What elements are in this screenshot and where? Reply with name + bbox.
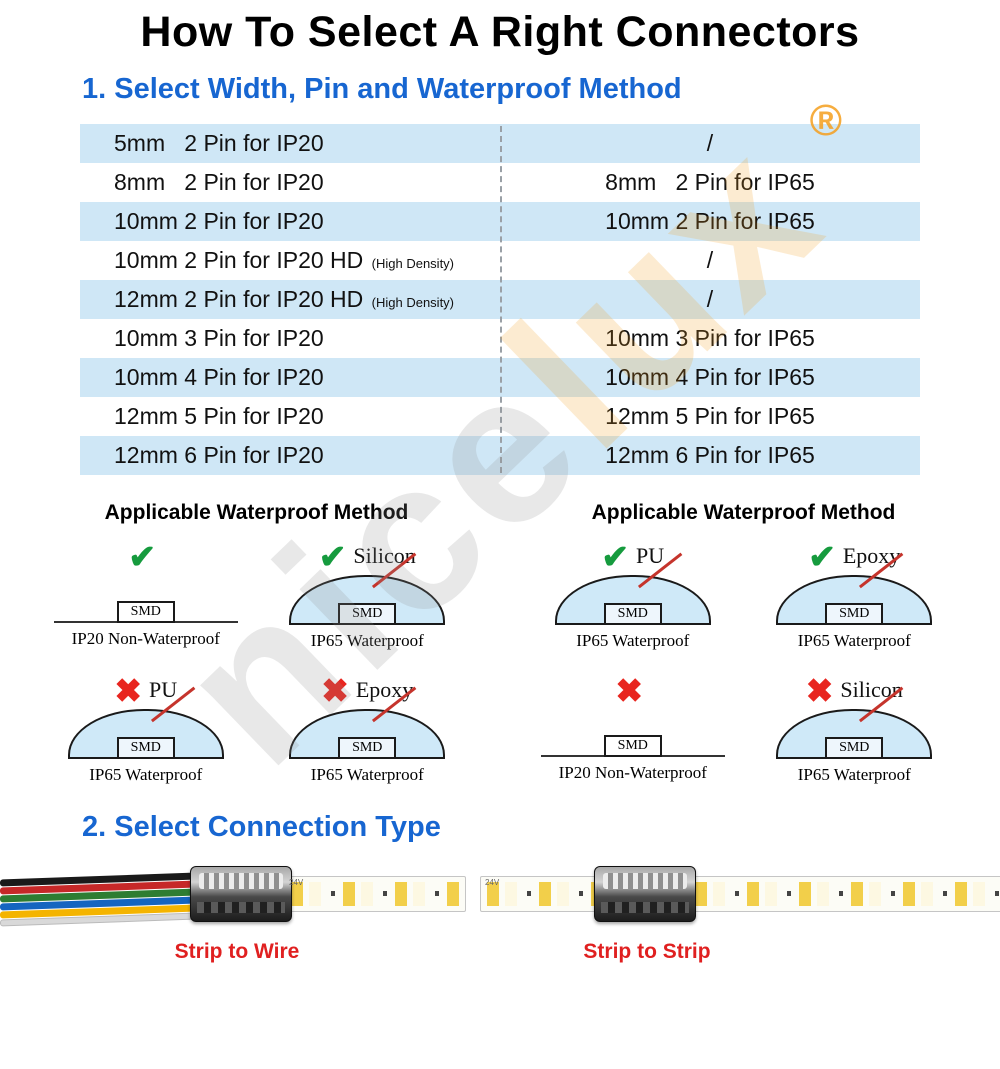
dome-profile: SMD xyxy=(776,552,933,625)
table-row: 12mm 6 Pin for IP20 12mm 6 Pin for IP65 xyxy=(80,436,920,475)
diagram-epoxy-ok: ✔ Epoxy SMD IP65 Waterproof xyxy=(744,537,966,653)
infographic-page: How To Select A Right Connectors 1. Sele… xyxy=(0,8,1000,970)
diagram-caption: IP20 Non-Waterproof xyxy=(558,763,707,782)
connection-label-strip-to-strip: Strip to Strip xyxy=(583,940,711,963)
table-cell-ip65: 10mm 4 Pin for IP65 xyxy=(605,364,815,390)
led-strip: 24V xyxy=(480,876,1000,912)
diagram-silicon-no: ✖ Silicon SMD IP65 Waterproof xyxy=(744,671,966,787)
high-density-note: (High Density) xyxy=(371,256,455,271)
check-icon: ✔ xyxy=(808,537,836,575)
table-row: 12mm 5 Pin for IP20 12mm 5 Pin for IP65 xyxy=(80,397,920,436)
flat-strip-profile: SMD xyxy=(53,575,238,623)
table-cell-ip20: 10mm 2 Pin for IP20 xyxy=(114,208,324,234)
strip-voltage-marking: 24V xyxy=(289,878,304,887)
diagram-caption: IP65 Waterproof xyxy=(797,631,911,650)
dome-profile: SMD xyxy=(776,686,933,759)
smd-chip: SMD xyxy=(116,601,175,623)
check-icon: ✔ xyxy=(318,537,347,575)
diagram-caption: IP65 Waterproof xyxy=(89,765,203,784)
material-label: PU xyxy=(149,677,178,702)
strip-connector xyxy=(190,866,292,922)
flat-strip-profile: SMD xyxy=(540,709,725,757)
smd-chip: SMD xyxy=(338,603,397,625)
page-title: How To Select A Right Connectors xyxy=(140,8,860,56)
diagram-ip20-ok: ✔ SMD IP20 Non-Waterproof xyxy=(35,537,257,653)
cross-icon: ✖ xyxy=(615,671,644,709)
table-cell-ip20: 5mm 2 Pin for IP20 xyxy=(114,130,324,156)
cross-icon: ✖ xyxy=(805,671,834,709)
waterproof-grid: ✔ PU SMD IP65 Waterproof ✔ Epoxy xyxy=(522,537,965,787)
material-label: Epoxy xyxy=(842,543,901,568)
table-row: 8mm 2 Pin for IP20 8mm 2 Pin for IP65 xyxy=(80,163,920,202)
strip-connector xyxy=(594,866,696,922)
waterproof-section: Applicable Waterproof Method ✔ SMD IP20 … xyxy=(35,501,965,787)
connection-labels: Strip to Wire Strip to Strip xyxy=(0,940,1000,970)
table-row: 10mm 4 Pin for IP20 10mm 4 Pin for IP65 xyxy=(80,358,920,397)
table-row: 12mm 2 Pin for IP20 HD (High Density) / xyxy=(80,280,920,319)
wire-bundle xyxy=(0,872,196,927)
high-density-note: (High Density) xyxy=(371,295,455,310)
smd-chip: SMD xyxy=(338,737,397,759)
diagram-silicon-ok: ✔ Silicon SMD IP65 Waterproof xyxy=(257,537,479,653)
dome-profile: SMD xyxy=(289,552,446,625)
table-cell-ip20: 10mm 3 Pin for IP20 xyxy=(114,325,324,351)
table-cell-ip65: 10mm 3 Pin for IP65 xyxy=(605,325,815,351)
diagram-caption: IP20 Non-Waterproof xyxy=(71,629,220,648)
smd-chip: SMD xyxy=(603,735,662,757)
table-row: 10mm 3 Pin for IP20 10mm 3 Pin for IP65 xyxy=(80,319,920,358)
smd-chip: SMD xyxy=(116,737,175,759)
section-2-heading: 2. Select Connection Type xyxy=(82,811,441,843)
waterproof-heading: Applicable Waterproof Method xyxy=(104,501,409,524)
waterproof-heading: Applicable Waterproof Method xyxy=(591,501,896,524)
table-cell-ip65: 8mm 2 Pin for IP65 xyxy=(605,169,815,195)
waterproof-left-column: Applicable Waterproof Method ✔ SMD IP20 … xyxy=(35,501,478,787)
diagram-ip20-no: ✖ SMD IP20 Non-Waterproof xyxy=(522,671,744,787)
table-cell-ip20: 10mm 4 Pin for IP20 xyxy=(114,364,324,390)
diagram-pu-ok: ✔ PU SMD IP65 Waterproof xyxy=(522,537,744,653)
dome-profile: SMD xyxy=(289,686,446,759)
cross-icon: ✖ xyxy=(114,671,143,709)
smd-chip: SMD xyxy=(825,737,884,759)
table-cell-ip65: 12mm 6 Pin for IP65 xyxy=(605,442,815,468)
selection-table: 5mm 2 Pin for IP20 / 8mm 2 Pin for IP20 … xyxy=(80,124,920,475)
diagram-caption: IP65 Waterproof xyxy=(576,631,690,650)
material-label: PU xyxy=(636,543,665,568)
dome-profile: SMD xyxy=(554,552,711,625)
table-cell-ip20: 12mm 6 Pin for IP20 xyxy=(114,442,324,468)
table-row: 5mm 2 Pin for IP20 / xyxy=(80,124,920,163)
waterproof-grid: ✔ SMD IP20 Non-Waterproof ✔ Silicon xyxy=(35,537,478,787)
diagram-epoxy-no: ✖ Epoxy SMD IP65 Waterproof xyxy=(257,671,479,787)
table-cell-ip65: 10mm 2 Pin for IP65 xyxy=(605,208,815,234)
dome-profile: SMD xyxy=(67,686,224,759)
diagram-caption: IP65 Waterproof xyxy=(310,765,424,784)
table-cell-ip20: 10mm 2 Pin for IP20 HD (High Density) xyxy=(114,247,455,273)
table-cell-ip65: / xyxy=(706,130,714,156)
table-cell-ip65: / xyxy=(706,286,714,312)
smd-chip: SMD xyxy=(603,603,662,625)
diagram-caption: IP65 Waterproof xyxy=(310,631,424,650)
material-label: Silicon xyxy=(353,543,416,568)
led-strip: 24V xyxy=(284,876,466,912)
section-1-heading: 1. Select Width, Pin and Waterproof Meth… xyxy=(82,73,682,105)
material-label: Silicon xyxy=(840,677,903,702)
table-cell-ip20: 8mm 2 Pin for IP20 xyxy=(114,169,324,195)
table-cell-ip65: / xyxy=(706,247,714,273)
waterproof-right-column: Applicable Waterproof Method ✔ PU SMD IP… xyxy=(522,501,965,787)
connection-photos: 24V 24V xyxy=(0,854,1000,934)
table-cell-ip20: 12mm 5 Pin for IP20 xyxy=(114,403,324,429)
diagram-caption: IP65 Waterproof xyxy=(797,765,911,784)
material-label: Epoxy xyxy=(355,677,414,702)
connection-label-strip-to-wire: Strip to Wire xyxy=(174,940,300,963)
check-icon: ✔ xyxy=(128,537,157,575)
table-cell-ip65: 12mm 5 Pin for IP65 xyxy=(605,403,815,429)
table-row: 10mm 2 Pin for IP20 HD (High Density) / xyxy=(80,241,920,280)
diagram-pu-no: ✖ PU SMD IP65 Waterproof xyxy=(35,671,257,787)
check-icon: ✔ xyxy=(601,537,630,575)
strip-voltage-marking: 24V xyxy=(485,878,500,887)
smd-chip: SMD xyxy=(825,603,884,625)
table-row: 10mm 2 Pin for IP20 10mm 2 Pin for IP65 xyxy=(80,202,920,241)
cross-icon: ✖ xyxy=(321,671,349,709)
table-cell-ip20: 12mm 2 Pin for IP20 HD (High Density) xyxy=(114,286,455,312)
